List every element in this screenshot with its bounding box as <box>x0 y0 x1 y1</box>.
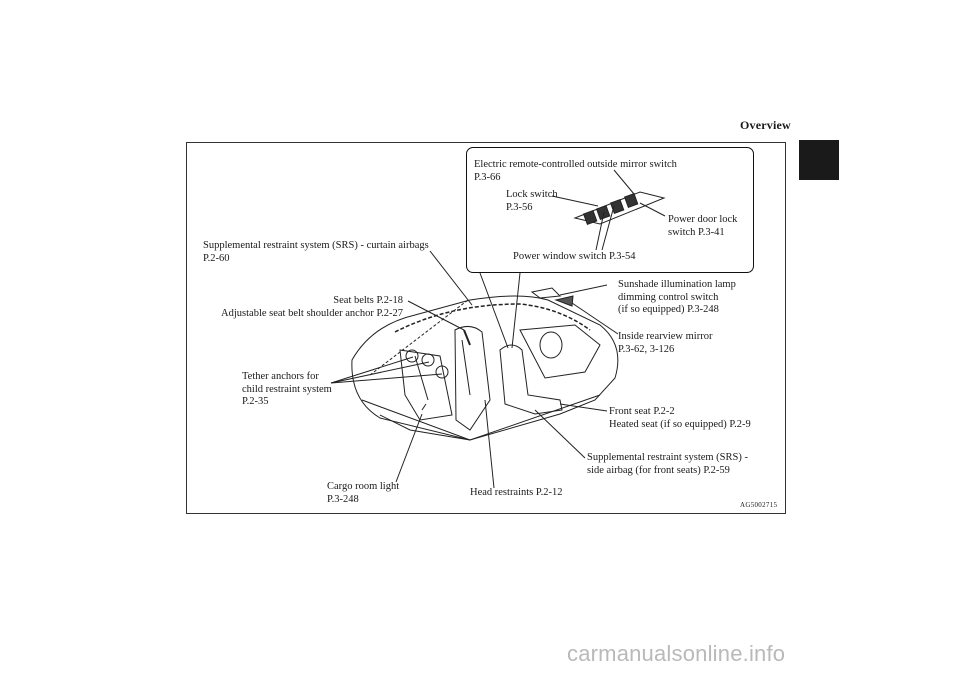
figure-frame <box>186 142 786 514</box>
steering-wheel <box>539 331 563 359</box>
mirror-switch-label: Electric remote-controlled outside mirro… <box>474 159 677 183</box>
curtain-airbags-label: Supplemental restraint system (SRS) - cu… <box>203 240 429 264</box>
power-door-lock-label: Power door lock switch P.3-41 <box>668 214 738 238</box>
rearview-mirror-label: Inside rearview mirror P.3-62, 3-126 <box>618 331 713 355</box>
seat-belts-label: Seat belts P.2-18 Adjustable seat belt s… <box>221 295 403 319</box>
car-body <box>351 295 619 441</box>
page-title: Overview <box>740 118 791 132</box>
dashboard <box>519 324 601 379</box>
window-switch-4 <box>623 192 639 208</box>
window-switch-2 <box>595 204 611 220</box>
tether-anchors-label: Tether anchors for child restraint syste… <box>242 371 332 407</box>
power-window-label: Power window switch P.3-54 <box>513 251 636 262</box>
rear-seat <box>399 349 453 421</box>
side-airbag-label: Supplemental restraint system (SRS) - si… <box>587 452 748 476</box>
front-seat-right <box>499 344 563 415</box>
watermark: carmanualsonline.info <box>567 641 786 666</box>
cargo-light-label: Cargo room light P.3-248 <box>327 481 400 505</box>
lock-switch-label: Lock switch P.3-56 <box>506 189 558 213</box>
front-seat-left <box>454 326 491 431</box>
head-restraints-label: Head restraints P.2-12 <box>470 487 563 498</box>
chapter-tab <box>799 140 839 180</box>
window-switch-1 <box>582 209 598 225</box>
figure-code: AG5002715 <box>740 501 778 509</box>
window-switch-3 <box>609 198 625 214</box>
switch-inset-box <box>466 147 754 273</box>
front-seat-label: Front seat P.2-2 Heated seat (if so equi… <box>609 406 751 430</box>
sunshade-lamp-label: Sunshade illumination lamp dimming contr… <box>618 279 736 315</box>
